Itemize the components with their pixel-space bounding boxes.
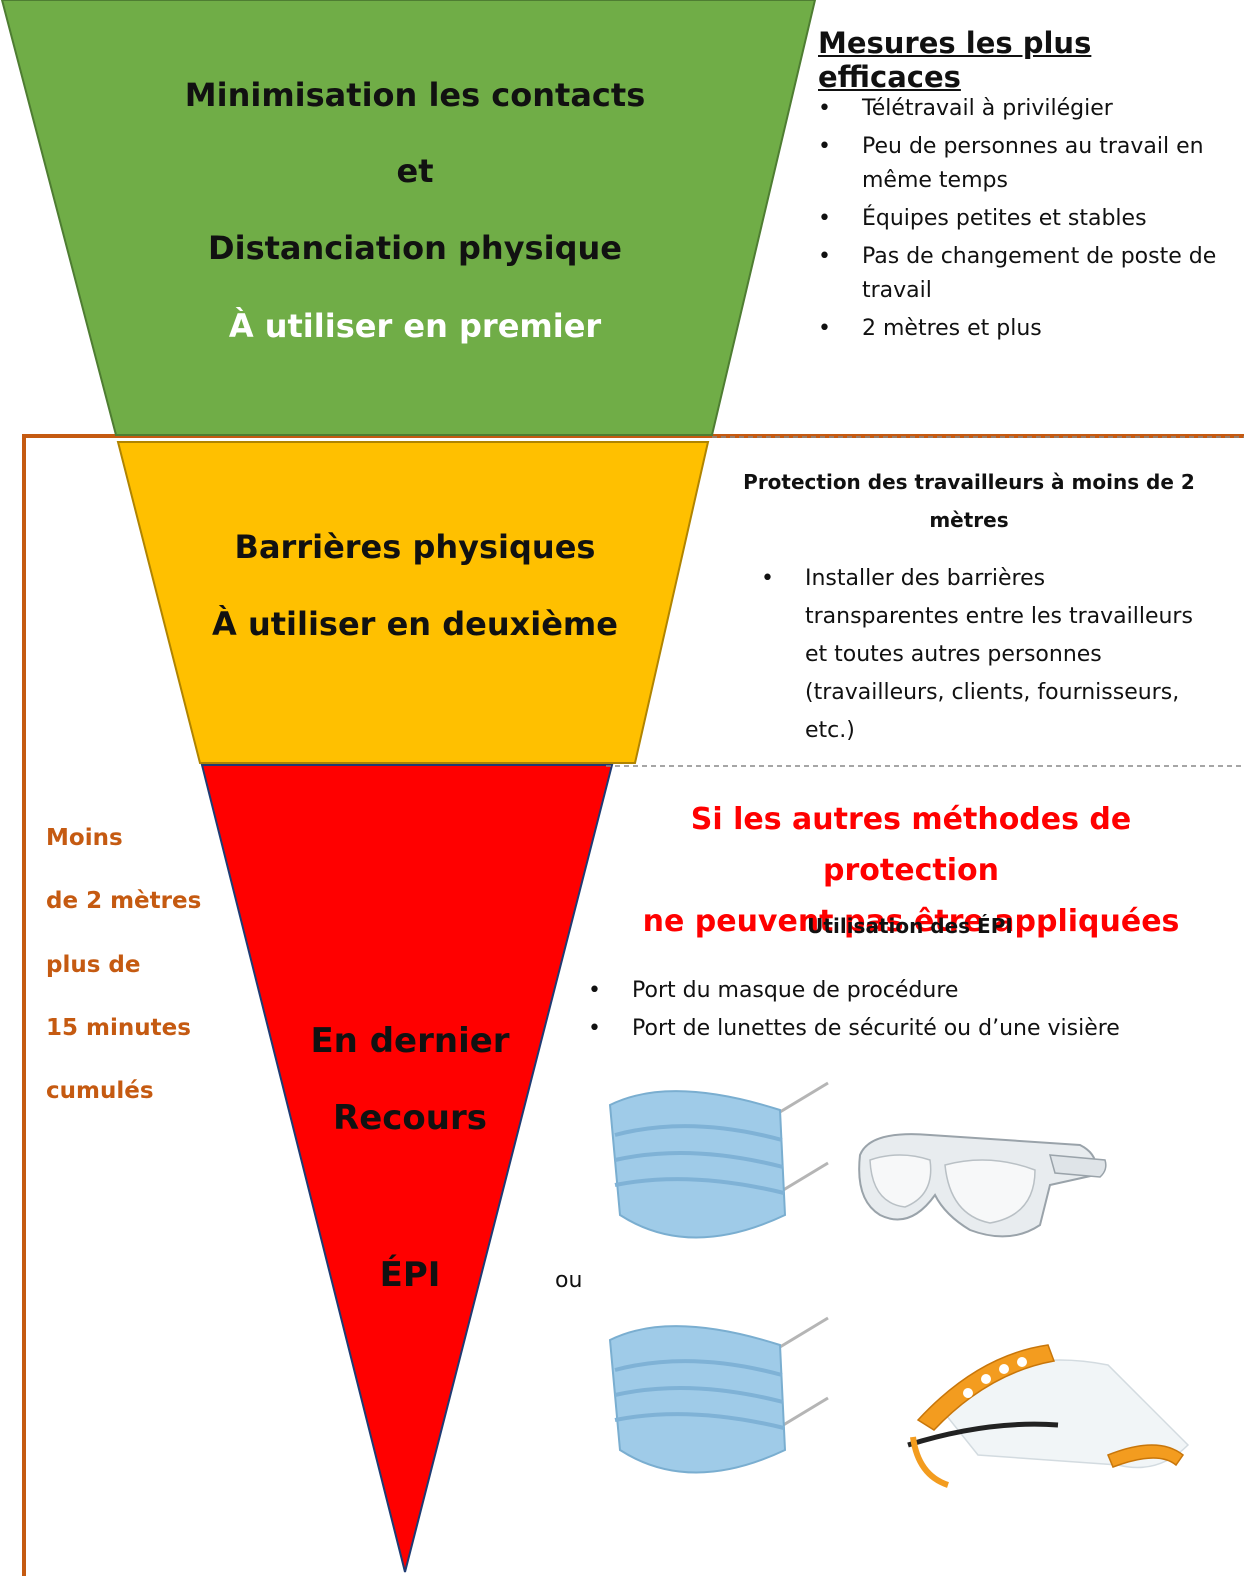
green-line-4: À utiliser en premier: [228, 307, 602, 345]
side-label-2: de 2 mètres: [46, 888, 202, 914]
barrier-title-line-2: mètres: [929, 508, 1009, 532]
side-label-4: 15 minutes: [46, 1015, 191, 1041]
green-line-2: et: [396, 152, 434, 190]
or-label: ou: [555, 1268, 583, 1293]
green-trapezoid: [0, 0, 817, 436]
side-label-1: Moins: [46, 825, 123, 851]
yellow-trapezoid: [116, 441, 710, 764]
measure-item-continued: travail: [862, 278, 932, 303]
orange-frame: [22, 434, 1244, 1576]
yellow-line-2: À utiliser en deuxième: [212, 605, 618, 643]
barrier-item-continued: et toutes autres personnes: [805, 642, 1102, 667]
side-label-5: cumulés: [46, 1078, 154, 1104]
ppe-subtitle: Utilisation des ÉPI: [807, 914, 1013, 938]
effective-measures-list: Télétravail à privilégier Peu de personn…: [818, 90, 1242, 348]
surgical-mask-icon: [608, 1081, 829, 1239]
barrier-item-continued: transparentes entre les travailleurs: [805, 604, 1193, 629]
red-line-2: Recours: [333, 1098, 487, 1138]
barrier-item-continued: (travailleurs, clients, fournisseurs,: [805, 680, 1180, 705]
barrier-protection-title: Protection des travailleurs à moins de 2…: [714, 463, 1224, 539]
surgical-mask-icon: [608, 1316, 829, 1474]
green-line-1: Minimisation les contacts: [184, 76, 646, 114]
red-line-3: ÉPI: [379, 1255, 441, 1295]
measure-item: Équipes petites et stables: [818, 200, 1242, 238]
green-line-3: Distanciation physique: [208, 229, 622, 267]
measure-item: Pas de changement de poste de: [818, 238, 1242, 276]
safety-glasses-icon: [858, 1133, 1107, 1238]
barrier-item-continued: etc.): [805, 718, 855, 743]
ppe-list: Port du masque de procédure Port de lune…: [588, 972, 1232, 1048]
effective-measures-title: Mesures les plus efficaces: [818, 26, 1092, 94]
barrier-title-line-1: Protection des travailleurs à moins de 2: [743, 470, 1195, 494]
yellow-line-1: Barrières physiques: [234, 528, 596, 566]
barrier-item: Installer des barrières: [761, 560, 1235, 598]
ppe-item: Port de lunettes de sécurité ou d’une vi…: [588, 1010, 1232, 1048]
measure-item: 2 mètres et plus: [818, 310, 1242, 348]
measure-item-continued: même temps: [862, 168, 1008, 193]
ppe-headline-line-1: Si les autres méthodes de protection: [690, 802, 1132, 888]
side-label-3: plus de: [46, 952, 141, 978]
ppe-headline-line-2: ne peuvent pas être appliquées: [642, 904, 1180, 939]
red-line-1: En dernier: [310, 1021, 510, 1061]
measure-item: Télétravail à privilégier: [818, 90, 1242, 128]
red-triangle: [200, 764, 614, 1573]
barrier-protection-list: Installer des barrières transparentes en…: [761, 560, 1235, 750]
face-shield-icon: [858, 1325, 1218, 1515]
ppe-headline: Si les autres méthodes de protection ne …: [616, 794, 1206, 947]
measure-item: Peu de personnes au travail en: [818, 128, 1242, 166]
ppe-item: Port du masque de procédure: [588, 972, 1232, 1010]
